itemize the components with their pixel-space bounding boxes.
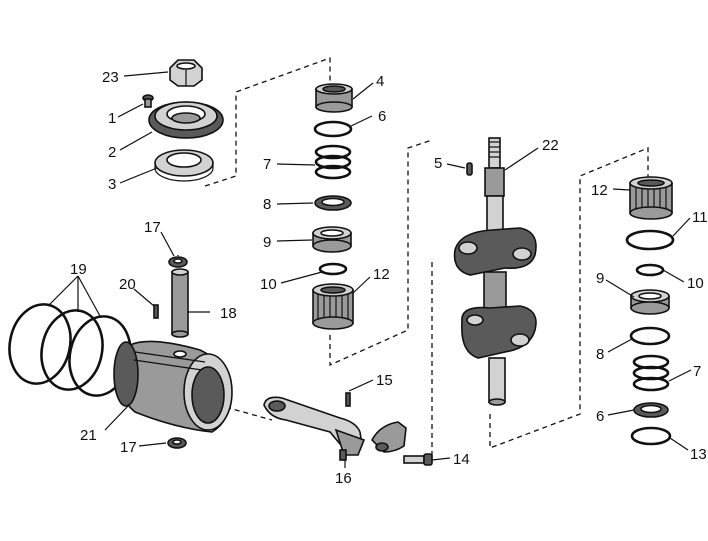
label-23: 23 bbox=[102, 69, 119, 86]
part-6-ring-left bbox=[313, 120, 353, 138]
part-9-race-right bbox=[630, 289, 670, 315]
part-5-key bbox=[466, 162, 473, 176]
label-18: 18 bbox=[220, 305, 237, 322]
label-8-left: 8 bbox=[263, 196, 271, 213]
label-11: 11 bbox=[692, 209, 708, 226]
part-16-connecting-rod bbox=[263, 396, 366, 461]
label-12-left: 12 bbox=[373, 266, 390, 283]
part-12-needle-bearing-right bbox=[629, 176, 673, 220]
label-9-left: 9 bbox=[263, 234, 271, 251]
label-9-right: 9 bbox=[596, 270, 604, 287]
label-5: 5 bbox=[434, 155, 442, 172]
part-10-ring-right bbox=[635, 263, 665, 277]
part-6-washer-right bbox=[633, 402, 669, 418]
part-8-washer-left bbox=[314, 195, 352, 211]
part-2-seal-plate bbox=[148, 101, 224, 139]
part-11-ring bbox=[625, 229, 675, 251]
assembly-dashed-lines bbox=[177, 57, 649, 461]
part-23-nut bbox=[169, 59, 203, 87]
label-4: 4 bbox=[376, 73, 384, 90]
label-21: 21 bbox=[80, 427, 97, 444]
label-14: 14 bbox=[453, 451, 470, 468]
part-22-crankshaft bbox=[453, 137, 537, 406]
part-3-seal bbox=[154, 149, 214, 182]
part-17-clip-bottom bbox=[167, 437, 187, 449]
label-10-left: 10 bbox=[260, 276, 277, 293]
part-4-bearing bbox=[315, 83, 353, 113]
label-17-bottom: 17 bbox=[120, 439, 137, 456]
part-21-piston bbox=[113, 340, 233, 433]
label-13: 13 bbox=[690, 446, 707, 463]
leader-lines bbox=[47, 71, 692, 468]
part-18-wrist-pin bbox=[171, 268, 189, 338]
part-20-clip bbox=[153, 304, 159, 319]
part-number-labels: 23 1 2 3 4 6 7 8 9 10 12 5 22 12 11 10 9… bbox=[70, 69, 708, 487]
part-7-spring-right bbox=[632, 354, 670, 392]
label-20: 20 bbox=[119, 276, 136, 293]
part-9-race-left bbox=[312, 226, 352, 253]
part-1-screw bbox=[142, 94, 154, 108]
label-6-right: 6 bbox=[596, 408, 604, 425]
label-6-left: 6 bbox=[378, 108, 386, 125]
label-7-left: 7 bbox=[263, 156, 271, 173]
label-7-right: 7 bbox=[693, 363, 701, 380]
label-19: 19 bbox=[70, 261, 87, 278]
label-2: 2 bbox=[108, 144, 116, 161]
part-13-ring bbox=[630, 426, 672, 446]
part-10-ring-left bbox=[318, 262, 348, 276]
label-3: 3 bbox=[108, 176, 116, 193]
part-12-needle-bearing-left bbox=[312, 283, 354, 330]
label-1: 1 bbox=[108, 110, 116, 127]
part-8-washer-right bbox=[629, 326, 671, 346]
label-22: 22 bbox=[542, 137, 559, 154]
label-16: 16 bbox=[335, 470, 352, 487]
part-15-pin bbox=[345, 392, 351, 407]
label-8-right: 8 bbox=[596, 346, 604, 363]
part-14-rod-cap-bolt bbox=[371, 421, 433, 466]
label-17-top: 17 bbox=[144, 219, 161, 236]
label-15: 15 bbox=[376, 372, 393, 389]
part-17-clip-top bbox=[168, 256, 188, 268]
part-7-spring-left bbox=[314, 144, 352, 180]
label-10-right: 10 bbox=[687, 275, 704, 292]
label-12-right: 12 bbox=[591, 182, 608, 199]
